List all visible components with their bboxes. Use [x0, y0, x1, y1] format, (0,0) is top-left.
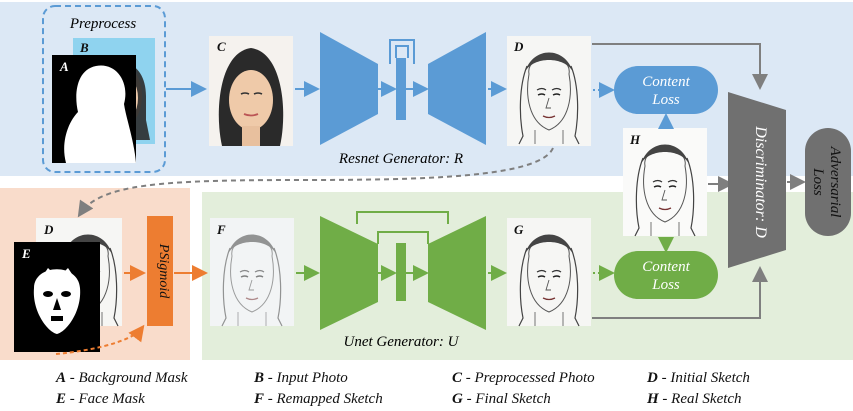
svg-text:PSigmoid: PSigmoid: [156, 243, 171, 299]
real-sketch-H: H: [623, 128, 707, 237]
legend-A: A - Background Mask: [56, 370, 188, 386]
face-mask-E: E: [14, 242, 100, 352]
unet-generator: [320, 211, 486, 330]
svg-text:AdversarialLoss: AdversarialLoss: [810, 146, 843, 218]
resnet-generator-label: Resnet Generator: R: [338, 151, 463, 167]
svg-text:F: F: [216, 222, 226, 237]
legend-H: H - Real Sketch: [647, 391, 742, 407]
arrow-G-to-discriminator: [592, 266, 768, 319]
arrow-E-to-psigmoid: [55, 324, 145, 355]
legend-G: G - Final Sketch: [452, 391, 551, 407]
content-loss-bottom: [614, 251, 718, 299]
svg-text:G: G: [514, 222, 524, 237]
svg-text:D: D: [43, 222, 54, 237]
svg-text:Discriminator: D: Discriminator: D: [752, 125, 769, 238]
final-sketch-G: G: [507, 218, 591, 327]
remapped-sketch-F: F: [210, 218, 294, 327]
psigmoid-block: [147, 216, 173, 326]
svg-text:C: C: [217, 39, 226, 54]
legend-C: C - Preprocessed Photo: [452, 370, 595, 386]
resnet-generator: [320, 32, 486, 145]
svg-text:D: D: [513, 39, 524, 54]
content-loss-top: [614, 66, 718, 114]
background-mask-A: A: [52, 55, 136, 163]
discriminator: [728, 92, 786, 268]
preprocessed-photo-C: C: [209, 36, 293, 146]
legend-D: D - Initial Sketch: [647, 370, 750, 386]
adversarial-loss: [805, 128, 851, 236]
svg-text:A: A: [59, 59, 69, 74]
legend-B: B - Input Photo: [254, 370, 348, 386]
svg-text:E: E: [21, 246, 31, 261]
unet-generator-label: Unet Generator: U: [344, 334, 460, 350]
initial-sketch-D: D: [507, 36, 591, 146]
preprocess-box: [42, 5, 166, 173]
legend-F: F - Remapped Sketch: [254, 391, 383, 407]
preprocess-label: Preprocess: [69, 16, 137, 32]
arrow-D-to-discriminator: [592, 43, 768, 90]
legend-E: E - Face Mask: [56, 391, 145, 407]
svg-text:B: B: [79, 40, 89, 55]
svg-text:H: H: [629, 132, 641, 147]
